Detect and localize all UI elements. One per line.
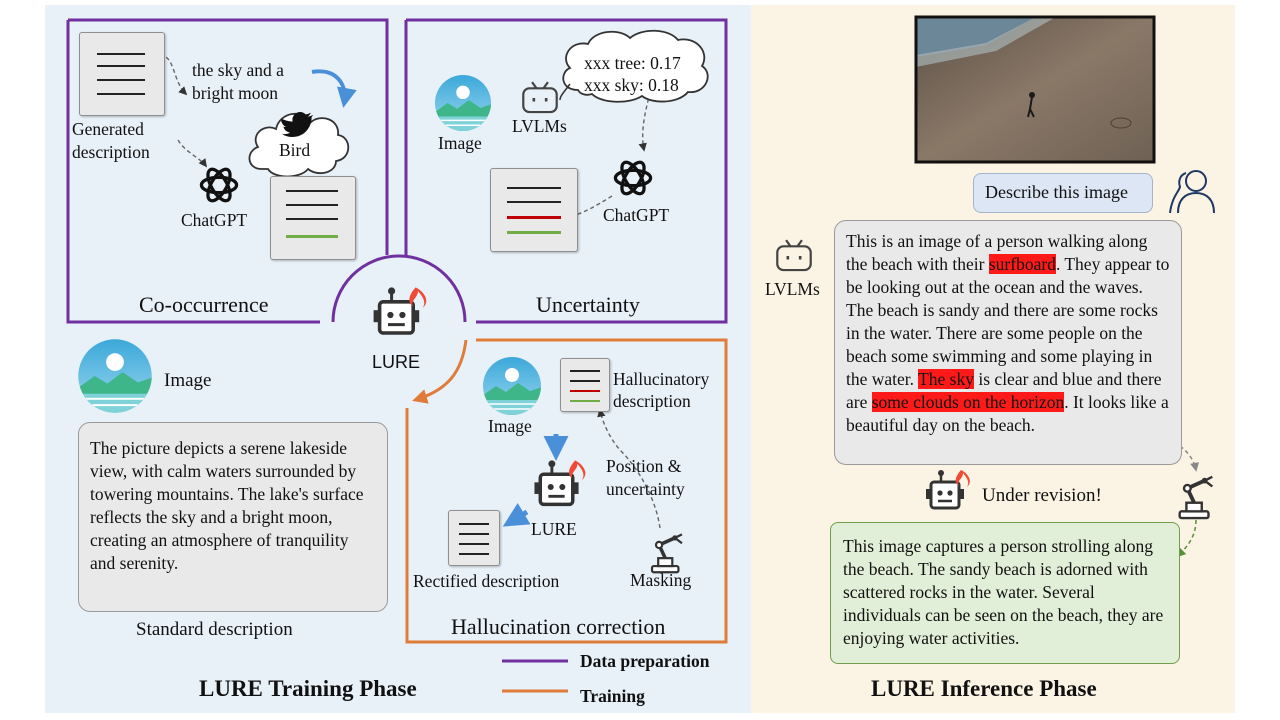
generated-description-doc xyxy=(79,32,165,116)
hallucinatory-label: Hallucinatory description xyxy=(613,369,710,411)
lure-label: LURE xyxy=(372,352,421,372)
chatgpt-icon xyxy=(197,163,241,207)
beach-photo xyxy=(914,15,1156,164)
training-phase-title: LURE Training Phase xyxy=(199,676,417,701)
standard-description-box xyxy=(78,422,388,612)
score-line-2: xxx sky: 0.18 xyxy=(584,75,679,95)
uncertainty-caption: Uncertainty xyxy=(536,292,640,317)
correction-image-label: Image xyxy=(488,416,532,436)
legend-data-preparation: Data preparation xyxy=(580,651,710,671)
lvlm-response-text: This is an image of a person walking alo… xyxy=(846,230,1172,437)
hallucination-highlight: surfboard xyxy=(988,254,1056,274)
robotic-arm-icon xyxy=(1170,472,1222,520)
bird-icon xyxy=(280,112,313,137)
standard-image-label: Image xyxy=(164,370,212,391)
uncertainty-chatgpt-label: ChatGPT xyxy=(603,205,670,225)
bird-cloud xyxy=(248,113,350,178)
masking-label: Masking xyxy=(630,570,692,590)
standard-description-caption: Standard description xyxy=(136,619,293,640)
correction-lure-label: LURE xyxy=(531,519,577,539)
score-line-1: xxx tree: 0.17 xyxy=(584,53,681,73)
response-segment: is clear and blue and there are xyxy=(846,369,1162,412)
revised-description-doc xyxy=(270,176,356,260)
uncertainty-lvlm-label: LVLMs xyxy=(512,116,567,136)
inference-phase-title: LURE Inference Phase xyxy=(871,676,1097,701)
image-icon xyxy=(77,338,153,414)
revision-label: Under revision! xyxy=(982,485,1102,506)
lure-robot-icon xyxy=(922,468,974,518)
rectified-label: Rectified description xyxy=(413,571,560,591)
lure-robot-icon xyxy=(369,285,431,345)
rectified-description-doc xyxy=(448,510,500,566)
image-icon xyxy=(482,356,542,416)
inference-lvlm-label: LVLMs xyxy=(765,279,820,299)
cooccurrence-bubble-text: the sky and a bright moon xyxy=(192,60,284,103)
image-icon xyxy=(434,74,492,132)
lvlm-icon xyxy=(518,80,562,116)
standard-description-text: The picture depicts a serene lakeside vi… xyxy=(90,438,364,573)
prompt-bubble xyxy=(973,173,1153,213)
response-segment: . It looks like a beautiful day on the b… xyxy=(846,392,1169,435)
revised-response-text: This image captures a person strolling a… xyxy=(843,536,1164,648)
user-icon xyxy=(1169,170,1215,214)
revised-response-box xyxy=(830,522,1180,664)
response-segment: . They appear to be looking out at the o… xyxy=(846,254,1170,389)
chatgpt-icon xyxy=(611,156,655,200)
position-uncertainty-label: Position & uncertainty xyxy=(606,456,685,499)
uncertainty-description-doc xyxy=(490,168,578,252)
lvlm-icon xyxy=(772,238,816,274)
lure-robot-icon xyxy=(530,458,590,516)
response-segment: This is an image of a person walking alo… xyxy=(846,231,1148,274)
hallucination-highlight: some clouds on the horizon xyxy=(871,392,1065,412)
hallucinatory-description-doc xyxy=(560,358,610,412)
uncertainty-image-label: Image xyxy=(438,133,482,153)
cooccurrence-caption: Co-occurrence xyxy=(139,292,269,317)
correction-caption: Hallucination correction xyxy=(451,614,666,639)
chatgpt-label: ChatGPT xyxy=(181,210,248,230)
legend-training: Training xyxy=(580,686,645,706)
prompt-text: Describe this image xyxy=(985,182,1128,202)
robotic-arm-icon xyxy=(644,530,690,574)
generated-description-label: Generated description xyxy=(72,119,150,162)
hallucination-highlight: The sky xyxy=(918,369,974,389)
bird-label: Bird xyxy=(279,140,311,160)
score-cloud xyxy=(559,29,709,103)
